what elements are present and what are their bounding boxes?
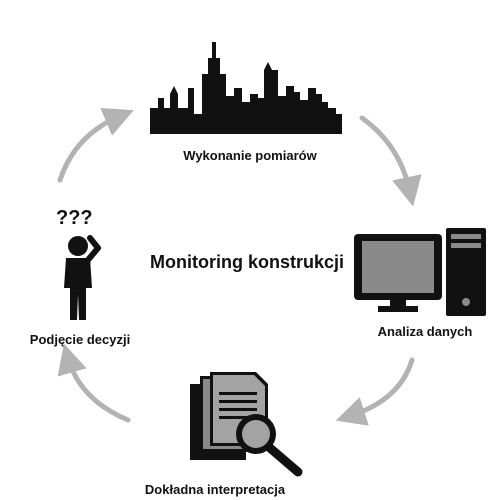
step-label-decision: Podjęcie decyzji (29, 332, 131, 347)
arrow-top-left (57, 108, 134, 183)
step-label-measurements: Wykonanie pomiarów (183, 148, 317, 163)
diagram-title: Monitoring konstrukcji (150, 252, 345, 272)
arrow-bottom-left (57, 343, 131, 423)
city-skyline-icon (150, 42, 342, 134)
arrow-top-right (359, 115, 422, 207)
step-label-analysis: Analiza danych (377, 324, 473, 339)
document-magnifier-icon (190, 372, 303, 477)
desktop-computer-icon (354, 228, 486, 316)
question-marks: ??? (56, 207, 93, 229)
confused-person-icon: ??? (56, 207, 101, 320)
arrow-bottom-right (335, 357, 415, 426)
step-label-interpretation: Dokładna interpretacja (144, 482, 286, 497)
